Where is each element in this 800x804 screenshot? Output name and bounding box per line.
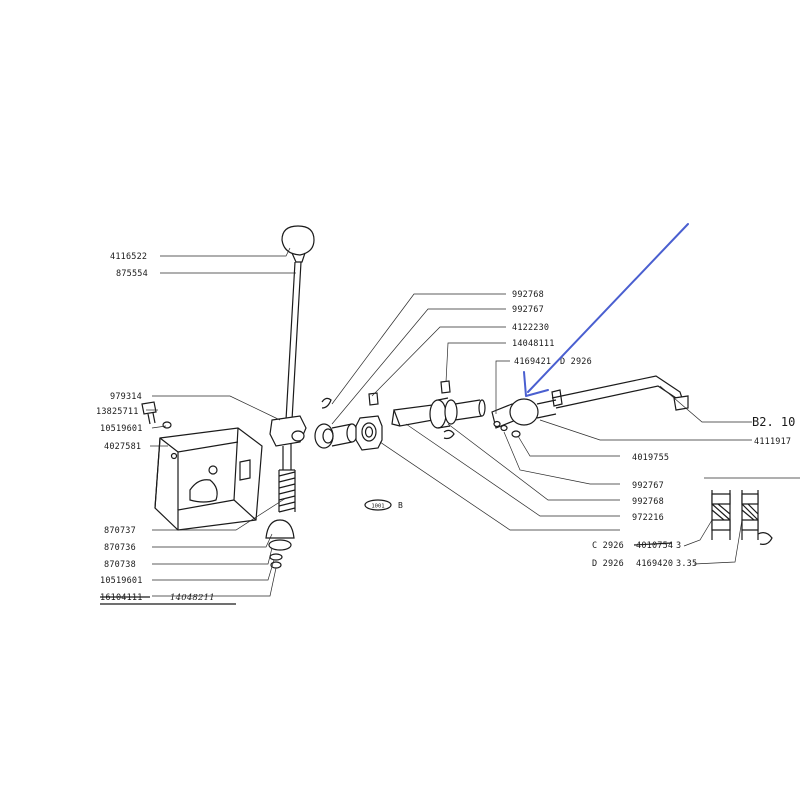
label-bolt: 13825711 bbox=[96, 407, 139, 417]
label-cup: 870738 bbox=[104, 560, 136, 570]
shift-rod-drawing bbox=[551, 375, 689, 411]
gear-lever-assembly bbox=[265, 225, 315, 569]
section-detail-c bbox=[711, 490, 731, 540]
cup-drawing bbox=[268, 539, 292, 551]
label-knob: 4116522 bbox=[110, 252, 147, 262]
label-bush-b-right: 992767 bbox=[632, 481, 664, 491]
selector-finger-drawing bbox=[491, 398, 557, 438]
dust-boot-drawing bbox=[265, 519, 295, 539]
variant-code: D 2926 bbox=[592, 559, 624, 569]
bracket-drawing bbox=[154, 427, 263, 531]
figure-tag-number: 1001 bbox=[371, 504, 384, 510]
lever-rod-drawing bbox=[285, 261, 302, 421]
labels-bottom-left: 870737 870736 870738 10519601 16104111 1… bbox=[100, 526, 236, 605]
labels-right: B2. 10 4111917 4019755 992767 992768 972… bbox=[632, 415, 795, 523]
figure-tag: 1001 B bbox=[364, 499, 403, 511]
label-clamp-bolt: 14048111 bbox=[512, 339, 555, 349]
variant-value: 3 bbox=[676, 541, 681, 551]
label-washer-bottom: 10519601 bbox=[100, 576, 143, 586]
spring-drawing bbox=[278, 469, 296, 513]
section-detail-d bbox=[741, 490, 773, 545]
label-bracket: 4027581 bbox=[104, 442, 141, 452]
label-bush-a-top: 992768 bbox=[512, 290, 544, 300]
figure-tag-letter: B bbox=[398, 501, 403, 510]
variant-strike bbox=[633, 542, 673, 546]
label-washer: 10519601 bbox=[100, 424, 143, 434]
variant-row: D 2926 4169420 3.35 bbox=[592, 559, 697, 569]
label-lever: 875554 bbox=[116, 269, 148, 279]
variant-table: C 2926 4010754 3 D 2926 4169420 3.35 bbox=[592, 541, 697, 569]
annotation-arrow bbox=[523, 223, 689, 397]
label-selector: 4169421 bbox=[514, 357, 551, 367]
label-sleeve: 4122230 bbox=[512, 323, 549, 333]
knob-drawing bbox=[281, 225, 315, 256]
variant-code: C 2926 bbox=[592, 541, 624, 551]
variant-part: 4010754 bbox=[636, 541, 673, 551]
label-bush-a-right: 992768 bbox=[632, 497, 664, 507]
label-rod: 4111917 bbox=[754, 437, 791, 447]
label-ring: 972216 bbox=[632, 513, 664, 523]
variant-row: C 2926 4010754 3 bbox=[592, 541, 681, 551]
labels-top-center: 992768 992767 4122230 14048111 4169421 D… bbox=[512, 290, 592, 367]
label-nut-handwritten: 14048211 bbox=[170, 593, 215, 603]
label-spring: 870737 bbox=[104, 526, 136, 536]
label-screw: 4019755 bbox=[632, 453, 669, 463]
selector-shaft-drawing bbox=[314, 380, 486, 451]
label-dust-boot: 870736 bbox=[104, 543, 136, 553]
label-section-ref: B2. 10 bbox=[752, 415, 795, 429]
label-bush-b-top: 992767 bbox=[512, 305, 544, 315]
variant-part: 4169420 bbox=[636, 559, 673, 569]
labels-left: 4116522 875554 979314 13825711 10519601 … bbox=[96, 252, 148, 452]
label-nut-struck: 16104111 bbox=[100, 593, 143, 603]
label-pivot-pin: 979314 bbox=[110, 392, 142, 402]
variant-value: 3.35 bbox=[676, 559, 697, 569]
washer-drawing bbox=[269, 553, 283, 561]
leader-lines bbox=[146, 247, 800, 597]
bolt-drawing bbox=[141, 401, 172, 429]
label-selector-variant: D 2926 bbox=[560, 357, 592, 367]
